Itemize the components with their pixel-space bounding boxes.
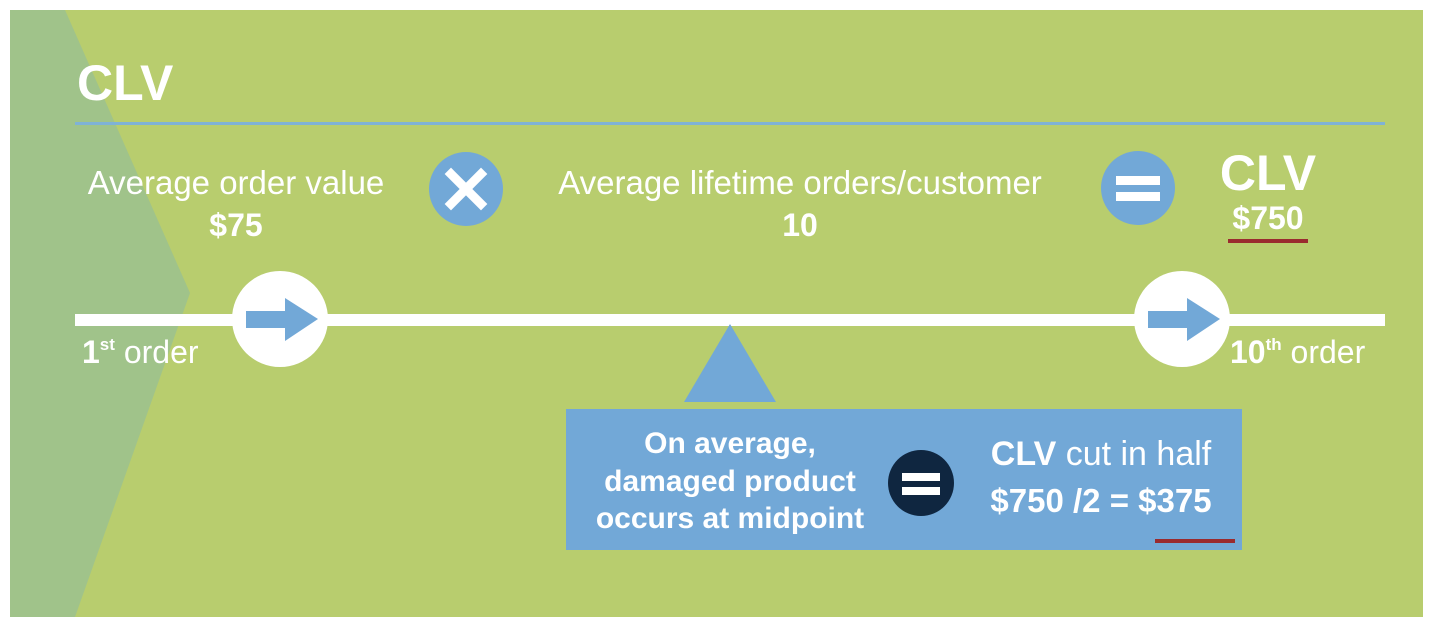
clv-half-label: CLV cut in half [958, 437, 1244, 471]
midpoint-line-1: On average, [644, 427, 816, 460]
avg-orders-value: 10 [782, 207, 818, 243]
avg-order-block: Average order value $75 [78, 166, 394, 241]
clv-half-calc-result: $375 [1138, 482, 1212, 519]
title-divider [75, 122, 1385, 125]
midpoint-line-3: occurs at midpoint [595, 502, 865, 535]
tenth-order-label: 10th order [1230, 336, 1365, 368]
multiply-icon [429, 152, 503, 226]
clv-half-rest: cut in half [1056, 435, 1212, 473]
first-order-label: 1st order [82, 336, 199, 368]
clv-result-value: $750 [1232, 200, 1304, 236]
clv-half-underline [1155, 539, 1235, 543]
clv-half-calc: $750 /2 = $375 [958, 484, 1244, 517]
first-order-number: 1 [82, 334, 100, 370]
clv-half-word: CLV [990, 435, 1057, 473]
tenth-order-number: 10 [1230, 334, 1266, 370]
clv-result-underline [1228, 239, 1308, 243]
first-order-suffix: st [99, 335, 115, 354]
start-node [232, 271, 328, 367]
avg-orders-block: Average lifetime orders/customer 10 [522, 166, 1078, 241]
timeline-bar [75, 314, 1385, 326]
clv-half-block: CLV cut in half $750 /2 = $375 [958, 437, 1244, 517]
midpoint-callout: On average, damaged product occurs at mi… [566, 409, 1242, 550]
arrow-right-icon [1148, 298, 1220, 341]
clv-half-calc-prefix: $750 /2 = [990, 482, 1139, 519]
clv-result-block: CLV $750 [1206, 148, 1330, 234]
arrow-right-icon [246, 298, 318, 341]
avg-orders-label: Average lifetime orders/customer [558, 164, 1042, 201]
avg-order-label: Average order value [87, 164, 385, 201]
tenth-order-word: order [1290, 334, 1366, 370]
first-order-word: order [123, 334, 199, 370]
clv-infographic: CLV Average order value $75 Average life… [10, 10, 1423, 617]
equals-icon [888, 450, 954, 516]
clv-result-label: CLV [1219, 145, 1317, 201]
triangle-up-icon [684, 324, 776, 402]
avg-order-value: $75 [209, 207, 263, 243]
midpoint-text: On average, damaged product occurs at mi… [566, 425, 894, 538]
end-node [1134, 271, 1230, 367]
page-title: CLV [77, 55, 174, 111]
midpoint-line-2: damaged product [604, 464, 856, 498]
background-wedge [10, 10, 190, 617]
equals-icon [1101, 151, 1175, 225]
tenth-order-suffix: th [1265, 335, 1282, 354]
